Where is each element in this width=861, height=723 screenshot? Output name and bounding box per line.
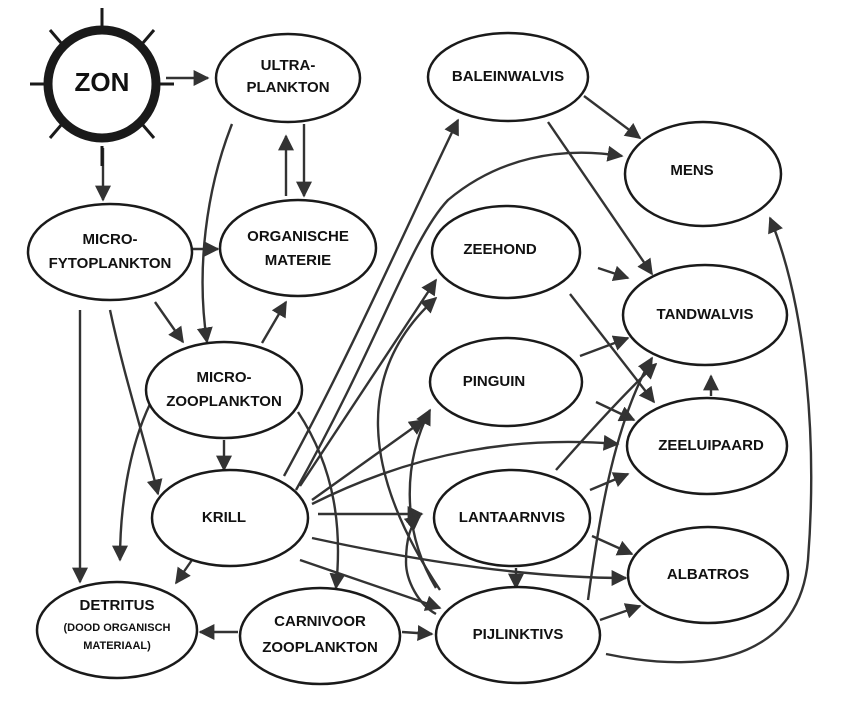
node-mens-label: MENS	[670, 162, 713, 179]
arrow-carnivoor-zooplankton-to-pijlinktvis	[401, 625, 434, 642]
arrow-microzooplankton-to-organische-materie	[260, 300, 288, 344]
arrow-krill-to-pinguin	[311, 419, 426, 501]
node-albatros-label: ALBATROS	[667, 566, 749, 583]
node-tandwalvis-label: TANDWALVIS	[657, 306, 754, 323]
node-tandwalvis: TANDWALVIS	[621, 263, 789, 367]
node-ultraplankton-label-1: ULTRA-	[261, 57, 316, 74]
arrow-pinguin-to-zeeluipaard	[595, 400, 636, 422]
node-organische-materie-label-1: ORGANISCHE	[247, 228, 349, 245]
node-albatros: ALBATROS	[626, 525, 790, 625]
arrow-krill-to-baleinwalvis	[282, 118, 460, 477]
node-lantaarnvis: LANTAARNVIS	[432, 468, 592, 568]
node-zeehond: ZEEHOND	[430, 204, 582, 300]
node-microfytoplankton-label-1: MICRO-	[83, 231, 138, 248]
node-carnivoor-zooplankton: CARNIVOOR ZOOPLANKTON	[238, 586, 402, 686]
node-krill-label: KRILL	[202, 509, 246, 526]
node-detritus-sublabel-2: MATERIAAL)	[83, 640, 151, 652]
node-microzooplankton-label-2: ZOOPLANKTON	[166, 393, 282, 410]
node-detritus-label: DETRITUS	[80, 597, 155, 614]
node-pinguin: PINGUIN	[428, 336, 584, 428]
sun-icon	[30, 8, 174, 166]
node-microzooplankton-label-1: MICRO-	[197, 369, 252, 386]
node-zon: ZON	[30, 8, 174, 166]
node-baleinwalvis-label: BALEINWALVIS	[452, 68, 564, 85]
node-zeeluipaard-label: ZEELUIPAARD	[658, 437, 764, 454]
arrow-ultraplankton-to-microzooplankton	[196, 123, 234, 344]
edges-layer	[72, 70, 813, 664]
arrow-baleinwalvis-to-mens	[583, 95, 642, 139]
arrow-pijlinktvis-to-lantaarnvis	[403, 514, 437, 616]
node-zeehond-label: ZEEHOND	[463, 241, 537, 258]
node-lantaarnvis-label: LANTAARNVIS	[459, 509, 565, 526]
arrow-pijlinktvis-to-tandwalvis	[586, 356, 654, 601]
node-pinguin-label: PINGUIN	[463, 373, 526, 390]
arrow-lantaarnvis-to-albatros	[591, 534, 634, 556]
node-microzooplankton: MICRO- ZOOPLANKTON	[144, 340, 304, 440]
node-ultraplankton: ULTRA- PLANKTON	[214, 32, 362, 124]
node-mens: MENS	[623, 120, 783, 228]
node-organische-materie-label-2: MATERIE	[265, 252, 331, 269]
arrow-microfytoplankton-to-krill	[108, 309, 163, 496]
arrow-krill-to-zeehond	[298, 278, 438, 487]
node-microfytoplankton: MICRO- FYTOPLANKTON	[26, 202, 194, 302]
arrow-microzooplankton-to-detritus	[112, 403, 152, 562]
arrow-microzooplankton-to-carnivoor-zooplankton	[296, 411, 346, 590]
arrow-krill-to-pijlinktvis	[299, 558, 442, 611]
node-krill: KRILL	[150, 468, 310, 568]
node-zon-label: ZON	[75, 67, 130, 97]
node-organische-materie: ORGANISCHE MATERIE	[218, 198, 378, 298]
arrow-krill-to-detritus	[175, 559, 193, 585]
node-pijlinktvis: PIJLINKTIVS	[434, 585, 602, 685]
arrow-pinguin-to-tandwalvis	[579, 335, 630, 358]
node-detritus-sublabel-1: (DOOD ORGANISCH	[64, 622, 171, 634]
node-zeeluipaard: ZEELUIPAARD	[625, 396, 789, 496]
arrow-pijlinktvis-to-zeehond	[376, 296, 441, 591]
arrow-krill-to-mens	[294, 145, 624, 491]
node-carnivoor-zooplankton-label-2: ZOOPLANKTON	[262, 639, 378, 656]
node-microfytoplankton-label-2: FYTOPLANKTON	[49, 255, 172, 272]
arrow-pijlinktvis-to-albatros	[599, 603, 642, 622]
arrow-pijlinktvis-to-mens	[605, 216, 813, 664]
node-carnivoor-zooplankton-label-1: CARNIVOOR	[274, 613, 366, 630]
arrow-zeehond-to-tandwalvis	[597, 265, 630, 282]
node-baleinwalvis: BALEINWALVIS	[426, 31, 590, 123]
node-pijlinktvis-label: PIJLINKTIVS	[473, 626, 564, 643]
arrow-pijlinktvis-to-pinguin	[408, 408, 438, 589]
arrow-microfytoplankton-to-microzooplankton	[154, 301, 184, 344]
node-detritus: DETRITUS (DOOD ORGANISCH MATERIAAL)	[35, 580, 199, 680]
node-ultraplankton-label-2: PLANKTON	[246, 79, 329, 96]
arrow-baleinwalvis-to-tandwalvis	[547, 121, 653, 276]
